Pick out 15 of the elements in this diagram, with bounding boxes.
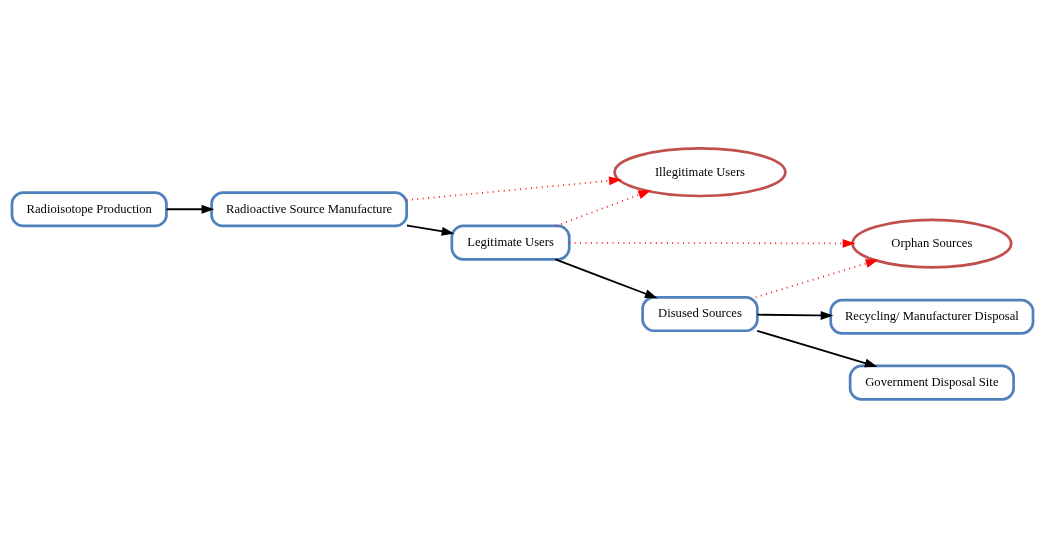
arrow xyxy=(756,329,878,367)
arrow xyxy=(756,310,834,320)
node-box: Radioisotope Production xyxy=(10,190,168,227)
node-box: Recycling/ Manufacturer Disposal xyxy=(829,298,1035,335)
node-box: Radioactive Source Manufacture xyxy=(210,190,409,227)
arrow xyxy=(406,224,455,236)
node-box: Legitimate Users xyxy=(450,224,571,261)
arrow xyxy=(555,189,651,227)
arrow xyxy=(405,175,622,201)
node-box: Government Disposal Site xyxy=(848,364,1015,401)
arrow xyxy=(554,258,658,298)
arrow xyxy=(568,238,856,248)
arrow xyxy=(165,204,215,214)
arrow xyxy=(754,258,879,298)
node-box: Disused Sources xyxy=(641,295,759,332)
